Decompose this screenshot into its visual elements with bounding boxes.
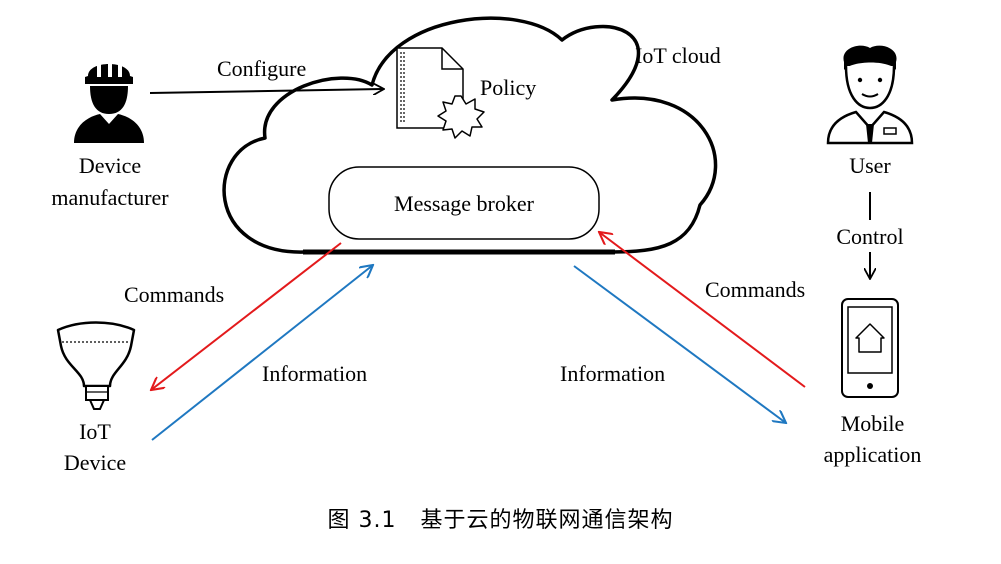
light-bulb-icon [56,321,136,410]
mobile-application-label-line2: application [823,442,922,467]
information-label-left: Information [262,361,368,386]
control-label: Control [836,224,904,249]
user-label: User [849,153,891,178]
message-broker-box [328,166,600,240]
information-arrow-right [573,265,786,423]
figure-caption: 图 3.1 基于云的物联网通信架构 [327,508,674,533]
device-manufacturer-label-line2: manufacturer [51,185,169,210]
commands-arrow-left [151,242,342,390]
commands-label-right: Commands [705,277,806,302]
policy-label: Policy [480,75,537,100]
device-manufacturer-label-line1: Device [78,153,142,178]
gear-badge-icon [437,95,485,139]
smartphone-icon [841,298,899,398]
commands-label-left: Commands [124,282,225,307]
iot-device-label-line1: IoT [79,419,111,444]
configure-arrow [149,89,384,93]
message-broker-label: Message broker [394,191,534,216]
worker-hardhat-icon [74,60,144,143]
information-label-right: Information [560,361,666,386]
configure-label: Configure [217,56,307,81]
mobile-application-label-line1: Mobile [840,411,905,436]
home-icon [855,323,885,353]
information-arrow-left [151,265,373,441]
user-icon [826,45,914,145]
commands-arrow-right [599,232,806,388]
iot-cloud-label: IoT cloud [635,43,721,68]
iot-device-label-line2: Device [63,450,127,475]
